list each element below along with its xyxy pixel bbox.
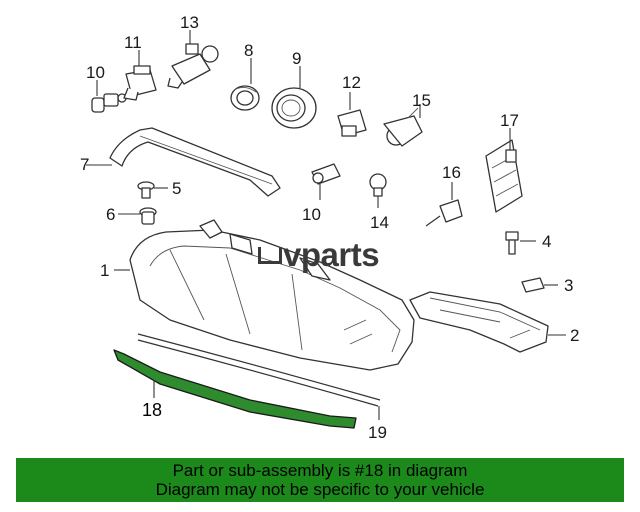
watermark-text: vparts (283, 236, 380, 273)
callout-7: 7 (80, 155, 89, 174)
part-5-screw (137, 181, 168, 199)
callout-2: 2 (570, 326, 579, 345)
part-10-bulb-top (91, 80, 127, 113)
callout-6: 6 (106, 205, 115, 224)
callout-12: 12 (342, 73, 361, 92)
part-14-bulb (369, 173, 387, 208)
part-9-ring (271, 66, 317, 129)
callout-11: 11 (124, 33, 142, 52)
callout-10-lower: 10 (302, 205, 321, 224)
callout-14: 14 (370, 213, 389, 232)
part-4-bolt (505, 231, 536, 255)
part-10-bulb-lower (311, 163, 341, 200)
callout-10-top: 10 (86, 63, 105, 82)
callout-5: 5 (172, 179, 181, 198)
banner-line-2: Diagram may not be specific to your vehi… (155, 480, 485, 499)
part-6-clip (118, 207, 157, 225)
part-11-socket (123, 50, 157, 101)
callout-19: 19 (368, 423, 387, 442)
part-1-headlight-housing (114, 219, 415, 371)
part-13-bulb (167, 30, 219, 89)
part-2-bracket (409, 291, 566, 353)
callout-9: 9 (292, 49, 301, 68)
callout-8: 8 (244, 41, 253, 60)
banner-line-1: Part or sub-assembly is #18 in diagram (172, 461, 468, 480)
callout-16: 16 (442, 163, 461, 182)
part-8-ring (230, 58, 260, 111)
callout-18: 18 (142, 400, 162, 420)
part-18-trim-strip (113, 349, 357, 429)
callout-17: 17 (500, 111, 519, 130)
part-7-bracket (86, 127, 281, 197)
part-17-ballast (485, 128, 523, 213)
callout-3: 3 (564, 276, 573, 295)
watermark-logo: vparts (258, 236, 380, 274)
callout-13: 13 (180, 13, 199, 32)
callout-4: 4 (542, 232, 551, 251)
callout-15: 15 (412, 91, 431, 110)
part-12-socket (337, 92, 367, 137)
watermark-icon (258, 247, 282, 264)
part-3-pad (521, 277, 558, 293)
callout-1: 1 (100, 261, 109, 280)
info-banner: Part or sub-assembly is #18 in diagram D… (16, 458, 624, 502)
part-19-seal (137, 333, 381, 420)
part-16-xenon-bulb (425, 182, 463, 227)
part-15-socket (383, 104, 423, 147)
parts-diagram: 10 11 13 8 9 12 (80, 13, 579, 442)
